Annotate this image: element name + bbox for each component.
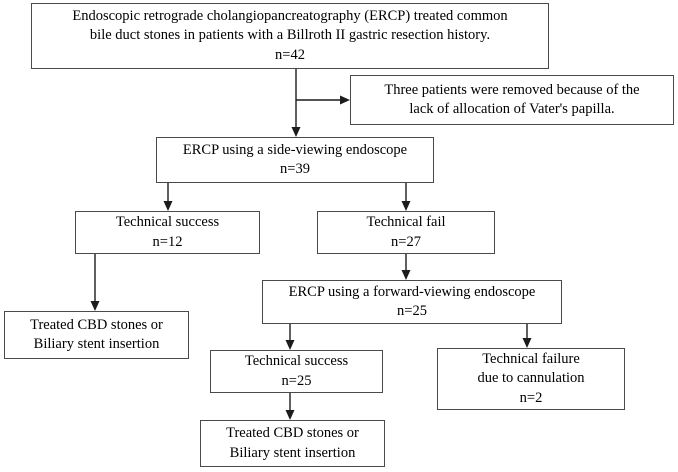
- node-forward-viewing-line1: ERCP using a forward-viewing endoscope: [288, 283, 536, 300]
- arrowhead-forward-viewing: [401, 270, 411, 280]
- node-forward-success-line2: n=25: [281, 372, 312, 389]
- arrowhead-sideviewing: [291, 127, 301, 137]
- node-side-success-line1: Technical success: [115, 214, 220, 231]
- node-side-fail-line1: Technical fail: [366, 214, 446, 231]
- node-side-success: Technical success n=12: [75, 211, 260, 254]
- node-side-viewing-line2: n=39: [280, 161, 310, 177]
- arrowhead-forward-failure: [522, 338, 532, 348]
- node-side-treated-line1: Treated CBD stones or: [30, 316, 163, 333]
- node-enrolled-line3: n=42: [275, 46, 305, 63]
- node-forward-treated: Treated CBD stones or Biliary stent inse…: [200, 420, 385, 467]
- node-side-viewing: ERCP using a side-viewing endoscope n=39: [156, 137, 434, 183]
- node-forward-viewing-line2: n=25: [397, 303, 427, 319]
- node-enrolled-line2: bile duct stones in patients with a Bill…: [89, 27, 491, 44]
- node-forward-success: Technical success n=25: [210, 350, 383, 393]
- node-forward-viewing: ERCP using a forward-viewing endoscope n…: [262, 280, 562, 324]
- node-forward-failure-line1: Technical failure: [482, 351, 580, 368]
- node-side-treated-line2: Biliary stent insertion: [33, 336, 160, 352]
- node-side-viewing-line1: ERCP using a side-viewing endoscope: [182, 141, 408, 158]
- arrowhead-forward-success: [285, 340, 295, 350]
- node-forward-failure-line3: n=2: [519, 389, 543, 406]
- node-side-success-line2: n=12: [152, 233, 183, 250]
- arrowhead-side-fail: [401, 201, 411, 211]
- node-side-fail-line2: n=27: [391, 233, 421, 250]
- arrowhead-side-treated: [90, 301, 100, 311]
- arrowhead-side-success: [163, 201, 173, 211]
- node-enrolled: Endoscopic retrograde cholangiopancreato…: [31, 3, 549, 69]
- node-forward-treated-line1: Treated CBD stones or: [226, 425, 359, 442]
- arrowhead-excluded: [340, 95, 350, 105]
- node-forward-failure: Technical failure due to cannulation n=2: [437, 348, 625, 410]
- node-excluded-line1: Three patients were removed because of t…: [384, 81, 640, 98]
- node-forward-failure-line2: due to cannulation: [477, 370, 585, 387]
- node-excluded-line2: lack of allocation of Vater's papilla.: [409, 101, 615, 117]
- node-side-treated: Treated CBD stones or Biliary stent inse…: [4, 311, 189, 359]
- node-excluded: Three patients were removed because of t…: [350, 75, 674, 125]
- node-enrolled-line1: Endoscopic retrograde cholangiopancreato…: [72, 8, 508, 25]
- node-forward-treated-line2: Biliary stent insertion: [229, 444, 356, 461]
- arrowhead-forward-treated: [285, 410, 295, 420]
- node-side-fail: Technical fail n=27: [317, 211, 495, 254]
- node-forward-success-line1: Technical success: [244, 353, 349, 370]
